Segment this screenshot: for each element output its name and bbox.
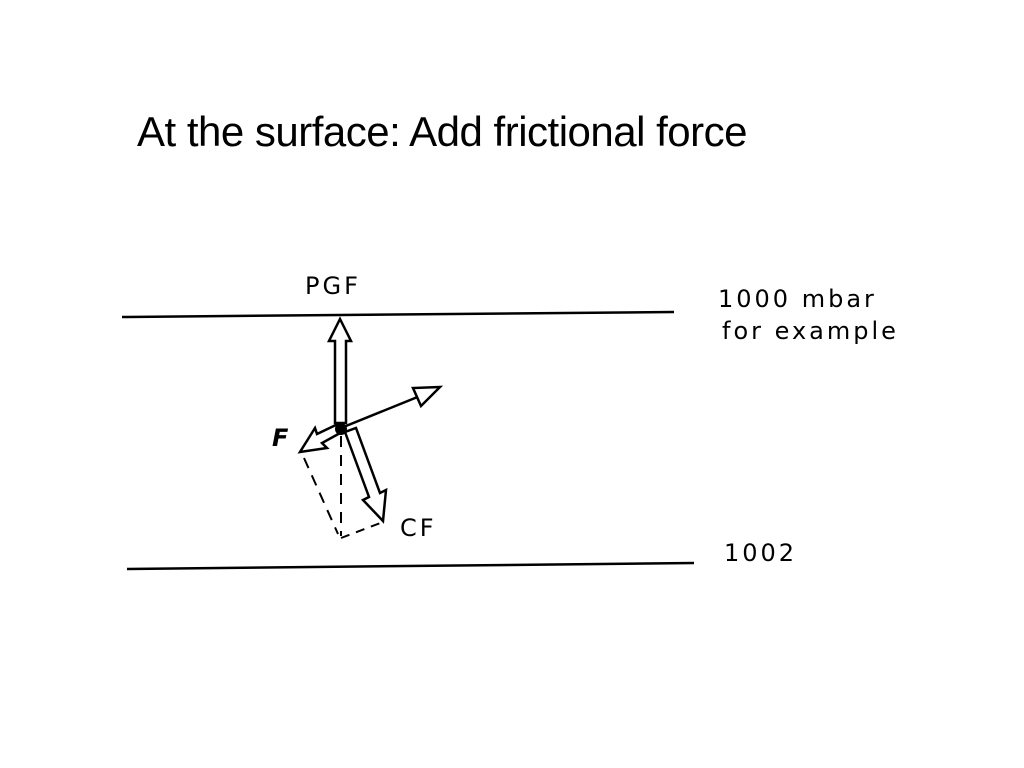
construction-dashed-left — [303, 457, 339, 535]
pgf-arrow — [326, 316, 354, 425]
isobar-top-line — [121, 310, 675, 319]
isobar-bottom-line — [126, 561, 695, 571]
pgf-label: PGF — [305, 272, 361, 300]
coriolis-label: CF — [400, 514, 437, 542]
parcel-point — [335, 423, 347, 435]
wind-arrow-shaft — [340, 394, 421, 430]
isobar-top-label-line2: for example — [722, 317, 899, 345]
slide-title: At the surface: Add frictional force — [137, 108, 748, 155]
isobar-bottom-label: 1002 — [724, 539, 797, 567]
wind-arrow-head — [411, 385, 444, 409]
coriolis-arrow — [343, 426, 388, 524]
friction-label: F — [272, 424, 289, 452]
isobar-top-label-line1: 1000 mbar — [718, 285, 877, 313]
construction-dashed-bottom — [340, 521, 384, 539]
